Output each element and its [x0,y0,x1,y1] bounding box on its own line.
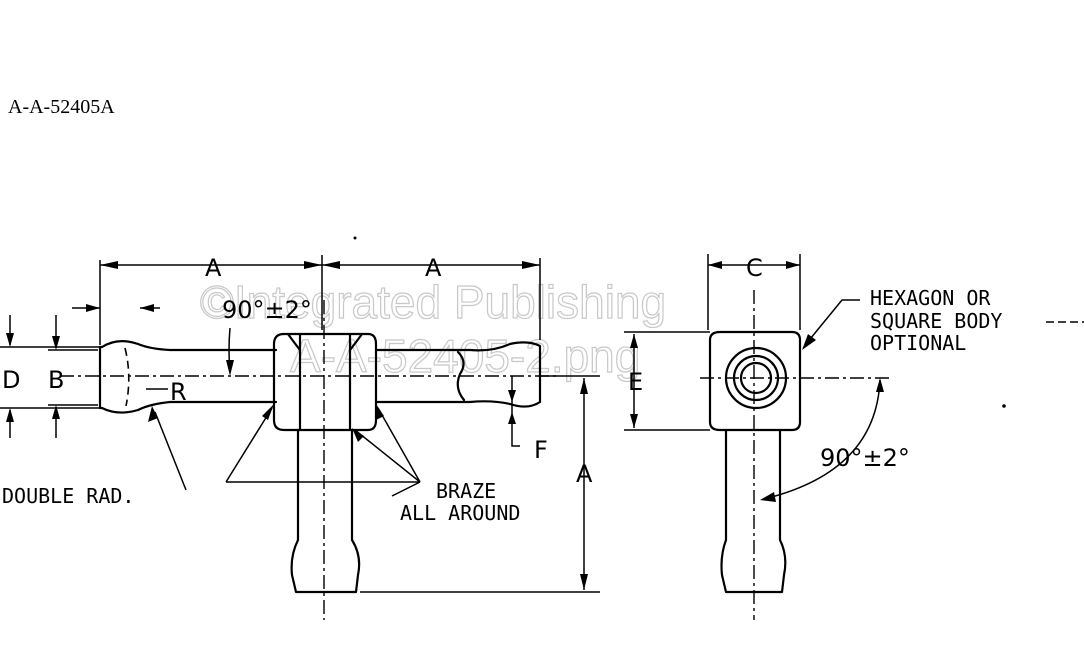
dim-a-top-left-label: A [205,254,222,282]
dim-a-vertical-label: A [576,460,593,488]
hexagon-note: HEXAGON OR SQUARE BODY OPTIONAL [802,286,1084,355]
dim-d-label: D [2,366,20,394]
watermark-line1: ©Integrated Publishing [200,276,666,328]
bottom-tube [290,428,361,594]
stray-mark [1002,404,1006,408]
right-tube-break [456,350,466,402]
hex-label-1: HEXAGON OR [870,286,991,310]
left-tube-bottom-edge [98,400,278,414]
dim-c: C [707,254,801,330]
dim-f-label: F [534,436,548,464]
dim-c-label: C [746,254,763,282]
left-tube-bead [124,347,130,407]
braze-label-1: BRAZE [436,479,496,503]
hex-body-chamfer [286,332,364,352]
double-rad-note: DOUBLE RAD. [2,406,187,508]
end-view-body [708,330,802,432]
angle-right-annotation: 90°±2° [760,378,910,502]
dim-e-label: E [628,368,643,396]
tee-fitting-side-view [60,300,560,620]
double-rad-label: DOUBLE RAD. [2,484,134,508]
angle-right-label: 90°±2° [820,444,910,472]
hex-label-2: SQUARE BODY [870,309,1002,333]
dim-a-vertical: A [360,375,600,593]
tee-fitting-end-view [700,290,890,620]
dim-e: E [624,331,710,431]
dim-f: F [508,376,548,464]
hex-label-3: OPTIONAL [870,331,966,355]
braze-label-2: ALL AROUND [400,501,520,525]
dim-a-top: A A [99,254,541,345]
left-tube-top-edge [98,340,278,352]
braze-note: BRAZE ALL AROUND [225,404,520,525]
hex-body [272,332,378,432]
document-id: A-A-52405A [8,96,115,118]
stray-mark-2 [353,236,357,240]
angle-left-label: 90°±2° [222,296,312,324]
angle-left-annotation: 90°±2° [222,296,312,376]
dim-d-b: D B [0,315,100,438]
dim-a-top-right-label: A [425,254,442,282]
dim-b-label: B [48,366,64,394]
right-tube [374,341,542,408]
watermark-line2: A-A-52405-2.png [290,330,640,382]
dim-r-label: R [170,378,187,406]
